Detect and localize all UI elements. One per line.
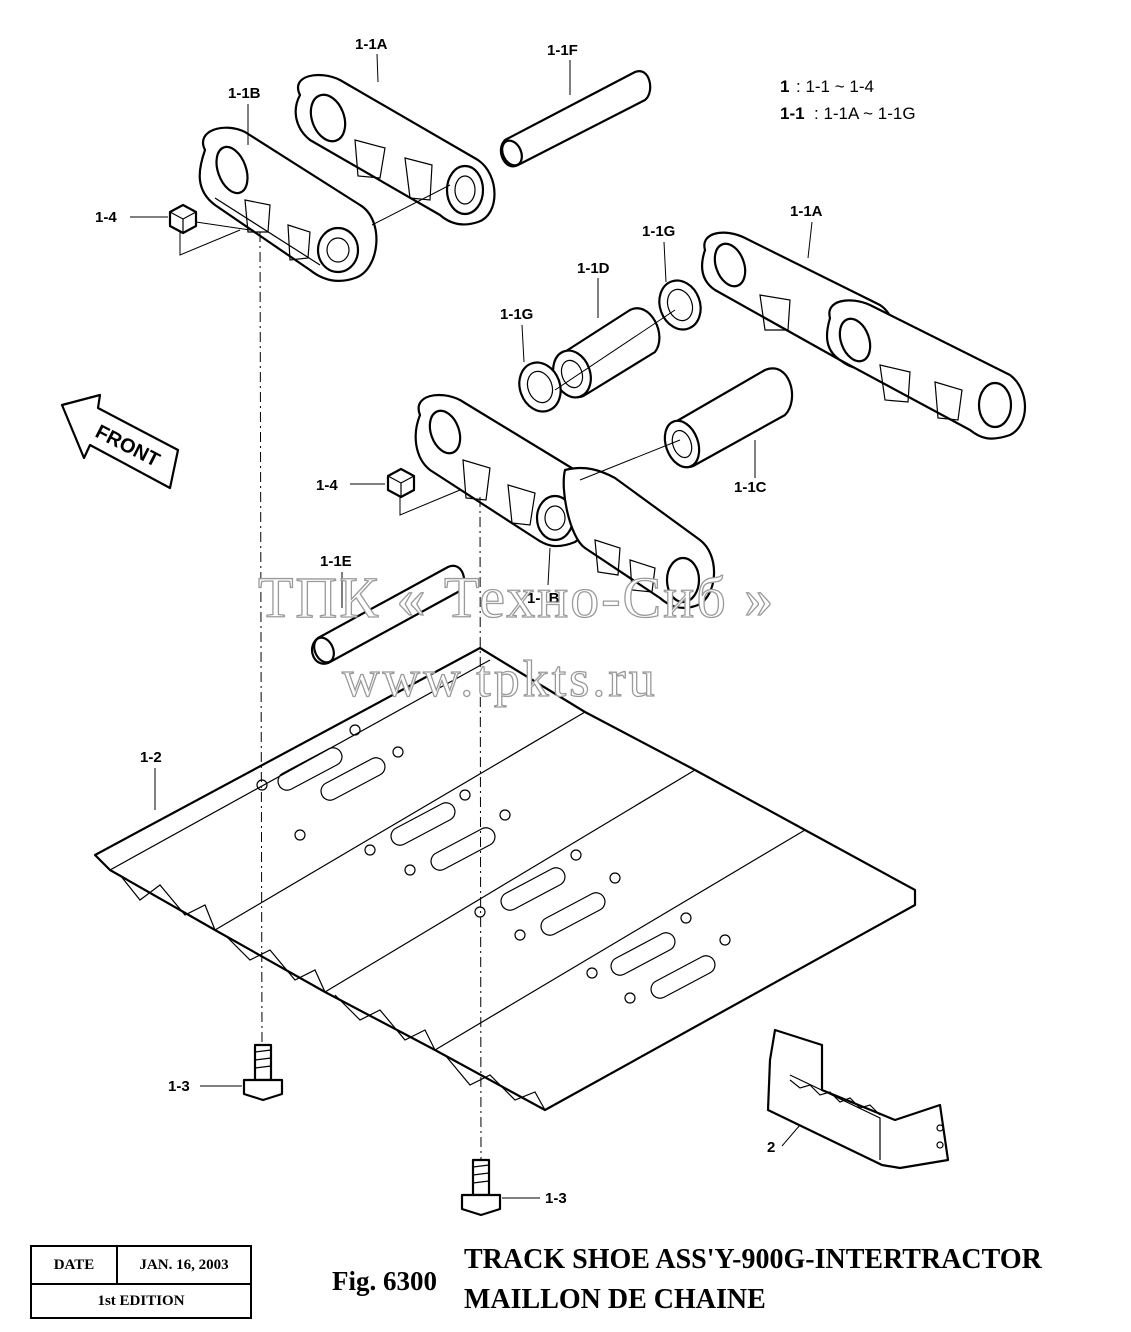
- watermark-url: www.tpkts.ru: [342, 651, 658, 708]
- date-value: JAN. 16, 2003: [139, 1256, 229, 1273]
- callout-1-1a-lower: 1-1A: [790, 203, 823, 220]
- legend-range-2: : 1-1A ~ 1-1G: [814, 104, 916, 123]
- date-row: DATE JAN. 16, 2003: [32, 1247, 250, 1285]
- pin-1-1f: [499, 70, 652, 168]
- link-1-1b-top: [198, 126, 378, 282]
- callout-1-1b-top: 1-1B: [228, 85, 261, 102]
- legend-key-1: 1: [780, 77, 789, 96]
- bolt-1-3-left: [242, 1043, 284, 1102]
- callout-1-1e: 1-1E: [320, 553, 352, 570]
- callout-1-1g-left: 1-1G: [500, 306, 533, 323]
- front-arrow: FRONT: [60, 393, 180, 490]
- callout-1-4-mid: 1-4: [316, 477, 338, 494]
- legend-range-1: : 1-1 ~ 1-4: [796, 77, 874, 96]
- alignment-lines: [179, 184, 681, 1161]
- link-1-1a-lower: [700, 231, 1027, 440]
- date-stamp-box: DATE JAN. 16, 2003 1st EDITION: [30, 1245, 252, 1319]
- nut-1-4-top: [168, 203, 198, 235]
- callout-2: 2: [767, 1139, 775, 1156]
- bushing-1-1c: [663, 367, 794, 469]
- callout-1-3-bottom: 1-3: [545, 1190, 567, 1207]
- callout-1-1g-right: 1-1G: [642, 223, 675, 240]
- figure-title-fr: MAILLON DE CHAINE: [464, 1284, 766, 1315]
- nut-1-4-mid: [386, 467, 416, 499]
- bushing-1-1d: [552, 307, 661, 399]
- callout-1-2: 1-2: [140, 749, 162, 766]
- link-1-1a-top: [294, 73, 496, 226]
- watermark: ТПК « Техно-Сиб » www.tpkts.ru: [257, 564, 775, 708]
- callout-1-1f: 1-1F: [547, 42, 578, 59]
- guard-2: [766, 1028, 950, 1170]
- seal-1-1g-left: [518, 361, 562, 413]
- pin-1-1e: [311, 564, 466, 665]
- seal-1-1g-right: [658, 279, 702, 331]
- edition-label: 1st EDITION: [97, 1292, 185, 1309]
- callout-1-1d: 1-1D: [577, 260, 610, 277]
- callout-1-3-left: 1-3: [168, 1078, 190, 1095]
- date-label: DATE: [32, 1247, 118, 1283]
- callout-1-1b-mid: 1-1B: [527, 590, 560, 607]
- bolt-1-3-bottom: [460, 1158, 502, 1217]
- legend-key-2: 1-1: [780, 104, 805, 123]
- track-shoe-1-2: [93, 646, 917, 1112]
- watermark-company: ТПК « Техно-Сиб »: [258, 565, 775, 630]
- figure-number: Fig. 6300: [332, 1266, 437, 1296]
- callout-1-4-top: 1-4: [95, 209, 117, 226]
- callout-1-1a-top: 1-1A: [355, 36, 388, 53]
- link-1-1b-mid: [414, 393, 716, 609]
- callouts: 1-1A 1-1F 1-1B 1-4 1-1A 1-1G 1-1D 1-1G 1…: [95, 36, 823, 1207]
- callout-1-1c: 1-1C: [734, 479, 767, 496]
- figure-title-en: TRACK SHOE ASS'Y-900G-INTERTRACTOR: [464, 1244, 1042, 1275]
- legend: 1 : 1-1 ~ 1-4 1-1 : 1-1A ~ 1-1G: [780, 77, 916, 123]
